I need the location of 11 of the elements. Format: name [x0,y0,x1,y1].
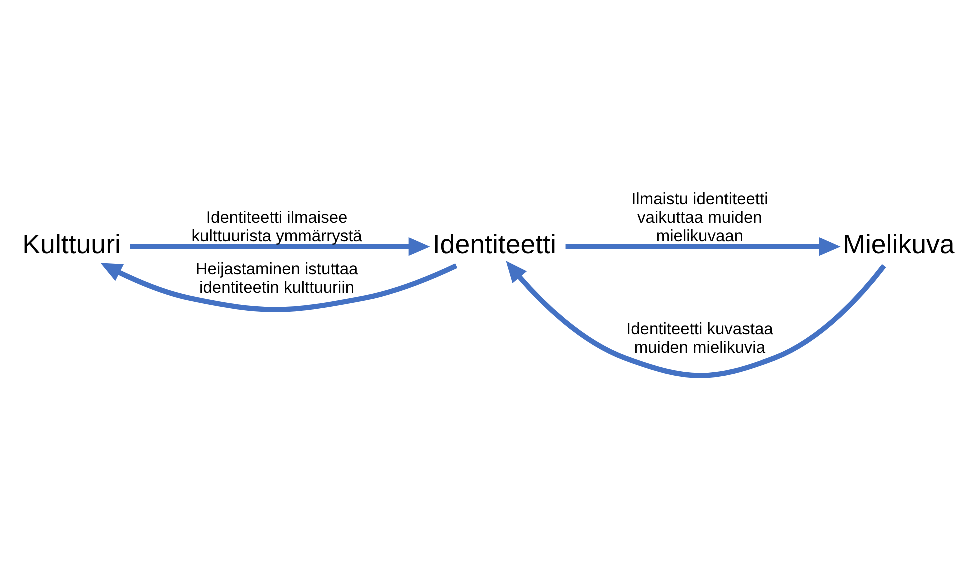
node-text: Mielikuva [843,229,955,260]
node-text: Kulttuuri [22,229,121,260]
arrow [506,261,886,378]
node-text: Identiteetti [432,229,557,260]
edge-label: Identiteetti ilmaisee kulttuurista ymmärrystä [192,208,362,246]
arrow [566,237,841,256]
arrow [100,263,458,312]
arrow [130,237,430,256]
edge-label: Heijastaminen istuttaa identiteetin kulttuuriin [196,260,358,298]
edge-label: Identiteetti kuvastaa muiden mielikuvia [626,320,774,357]
edge-label: Ilmaistu identiteetti vaikuttaa muiden mielikuvaan [632,190,768,246]
